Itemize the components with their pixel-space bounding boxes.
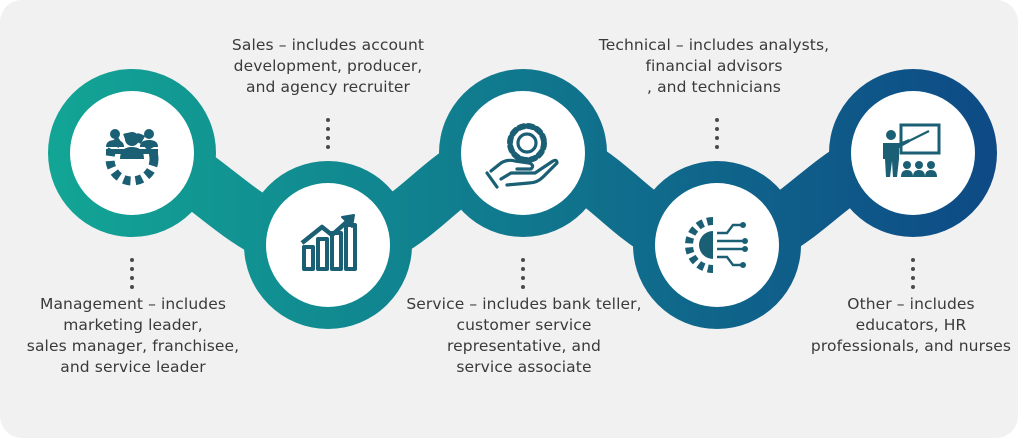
management-team-gear-icon — [105, 129, 159, 186]
step-disc-technical — [655, 183, 779, 307]
management-label: Management – includes marketing leader, … — [8, 294, 258, 378]
label-line: marketing leader, — [63, 316, 203, 334]
presentation-teacher-icon — [883, 123, 941, 177]
label-line: Sales – includes account — [231, 36, 425, 54]
technical-label: Technical – includes analysts, financial… — [578, 35, 850, 98]
label-line: Technical – includes analysts, — [598, 36, 830, 54]
career-path-flow — [48, 69, 997, 329]
label-line: Other – includes — [847, 295, 975, 313]
label-line: , and technicians — [647, 78, 781, 96]
label-line: service associate — [456, 358, 592, 376]
step-disc-service — [461, 91, 585, 215]
tech-circuit-gear-icon — [685, 217, 748, 273]
label-line: and service leader — [60, 358, 206, 376]
label-line: and agency recruiter — [246, 78, 410, 96]
other-label: Other – includes educators, HR professio… — [808, 294, 1014, 357]
sales-label: Sales – includes account development, pr… — [203, 35, 453, 98]
sales-connector-dots — [326, 118, 330, 154]
other-connector-dots — [911, 258, 915, 294]
hand-gear-icon — [485, 123, 559, 189]
label-line: development, producer, — [233, 57, 423, 75]
label-line: educators, HR — [855, 316, 967, 334]
technical-connector-dots — [715, 118, 719, 154]
label-line: customer service — [456, 316, 592, 334]
label-line: Management – includes — [39, 295, 227, 313]
service-connector-dots — [521, 258, 525, 294]
management-connector-dots — [130, 258, 134, 294]
label-line: representative, and — [447, 337, 601, 355]
label-line: financial advisors — [645, 57, 783, 75]
label-line: sales manager, franchisee, — [26, 337, 240, 355]
service-label: Service – includes bank teller, customer… — [388, 294, 660, 378]
growth-bar-chart-icon — [300, 214, 357, 271]
label-line: professionals, and nurses — [810, 337, 1012, 355]
infographic-panel: Management – includes marketing leader, … — [0, 0, 1018, 438]
label-line: Service – includes bank teller, — [406, 295, 642, 313]
